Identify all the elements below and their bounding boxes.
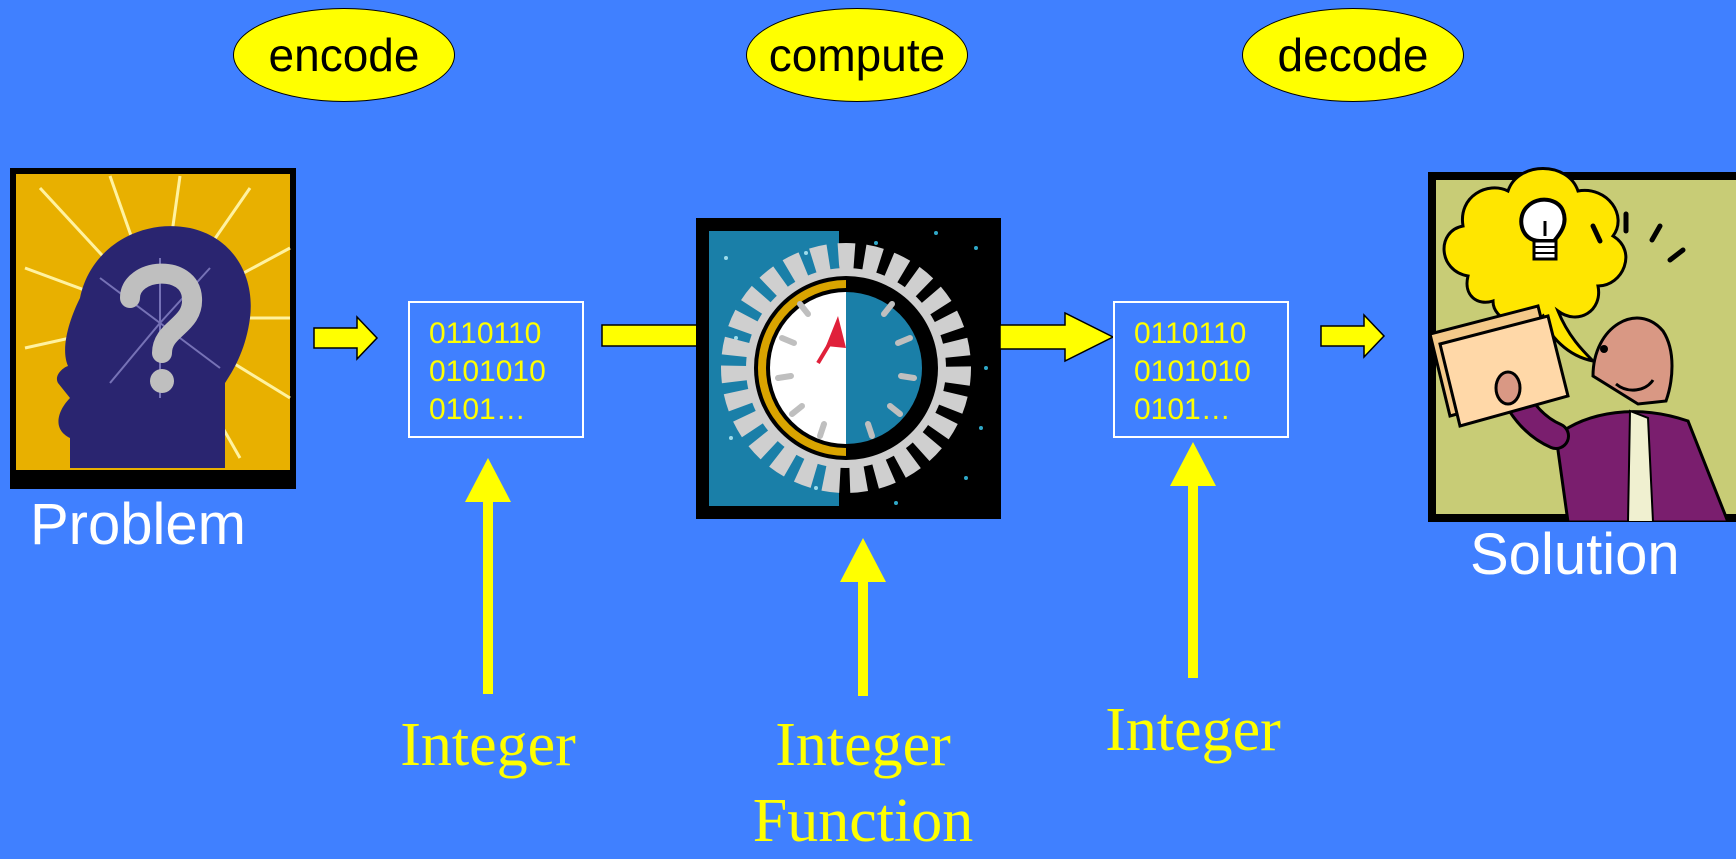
decode-label: decode [1277,29,1429,81]
flow-arrow-icon [999,311,1115,363]
solution-label: Solution [1470,522,1680,587]
decode-oval: decode [1242,8,1464,102]
input-label-middle-line2: Function [752,787,974,855]
encode-label: encode [268,29,420,81]
flow-arrow-icon [840,538,886,696]
input-label-middle-line1: Integer [775,711,951,779]
binary-line: 0101… [1134,393,1231,426]
compute-image [696,218,1001,519]
flow-arrow-icon [1170,442,1216,678]
binary-line: 0110110 [429,317,542,350]
flow-arrow-icon [1320,313,1386,359]
gear-clock-icon [696,218,1001,519]
connector-binary-to-compute [601,323,699,349]
arrow-compute-to-binary [999,311,1117,363]
problem-label: Problem [30,492,246,557]
binary-line: 0101010 [429,355,546,388]
binary-line: 0101… [429,393,526,426]
compute-label: compute [768,29,946,81]
lightbulb-idea-icon [1428,167,1736,522]
solution-image [1408,136,1736,522]
compute-oval: compute [746,8,968,102]
input-label-middle: Integer Function [713,707,1013,859]
binary-box-left: 0110110 0101010 0101… [408,301,584,438]
input-arrow-right [1168,440,1218,680]
binary-box-right: 0110110 0101010 0101… [1113,301,1289,438]
input-arrow-middle [838,536,888,698]
input-label-left: Integer [400,711,576,779]
arrow-problem-to-binary [313,315,379,361]
binary-line: 0110110 [1134,317,1247,350]
question-head-icon [10,168,296,489]
problem-image [10,168,296,489]
flow-arrow-icon [313,315,379,361]
encode-oval: encode [233,8,455,102]
binary-line: 0101010 [1134,355,1251,388]
input-label-right: Integer [1105,696,1281,764]
flow-arrow-icon [465,458,511,694]
input-arrow-left [463,456,513,696]
arrow-binary-to-solution [1320,313,1386,359]
